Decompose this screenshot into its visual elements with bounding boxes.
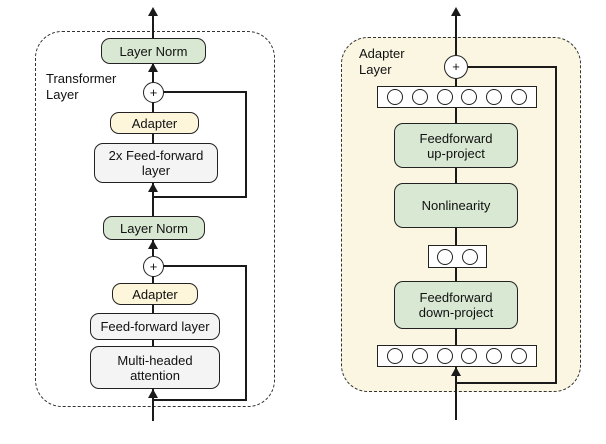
unit-circle xyxy=(436,348,453,364)
adapter-box-upper: Adapter xyxy=(110,112,199,134)
connector-line xyxy=(152,305,154,313)
skip-connection-line xyxy=(455,382,557,384)
feature-units-row-bottom xyxy=(377,345,537,367)
output-line xyxy=(455,14,457,55)
skip-connection-line xyxy=(245,91,247,198)
unit-circle xyxy=(436,89,453,105)
unit-circle xyxy=(411,348,428,364)
layer-norm-top-box: Layer Norm xyxy=(101,38,206,64)
unit-circle xyxy=(511,348,528,364)
plus-circle-upper: + xyxy=(143,82,164,103)
unit-circle xyxy=(486,89,503,105)
unit-circle xyxy=(411,89,428,105)
skip-connection-line xyxy=(245,265,247,401)
output-line xyxy=(152,14,154,38)
multi-head-attention-box: Multi-headed attention xyxy=(90,346,220,389)
input-arrowhead-icon xyxy=(451,367,461,376)
feedforward-up-project-box: Feedforward up-project xyxy=(394,123,518,168)
connector-line xyxy=(152,133,154,143)
adapter-layer-label: Adapter Layer xyxy=(359,46,405,77)
skip-connection-line xyxy=(555,66,557,384)
connector-line xyxy=(455,268,457,281)
unit-circle xyxy=(386,89,403,105)
arrowhead-icon xyxy=(148,63,158,72)
plus-circle-lower: + xyxy=(143,256,164,277)
unit-circle xyxy=(486,348,503,364)
skip-connection-line xyxy=(163,91,247,93)
nonlinearity-box: Nonlinearity xyxy=(394,183,518,228)
connector-line xyxy=(455,329,457,345)
connector-line xyxy=(152,340,154,346)
adapter-box-lower: Adapter xyxy=(112,283,198,305)
unit-circle xyxy=(461,248,478,265)
connector-line xyxy=(455,108,457,123)
arrowhead-icon xyxy=(148,183,158,192)
output-arrowhead-icon xyxy=(148,7,158,16)
unit-circle xyxy=(386,348,403,364)
connector-line xyxy=(152,183,154,216)
skip-connection-line xyxy=(468,66,556,68)
input-line xyxy=(152,389,154,421)
input-line xyxy=(455,367,457,420)
input-arrowhead-icon xyxy=(148,389,158,398)
connector-line xyxy=(152,276,154,283)
feedforward-layer-box: Feed-forward layer xyxy=(90,313,220,340)
unit-circle xyxy=(437,248,454,265)
unit-circle xyxy=(461,348,478,364)
layer-norm-middle-box: Layer Norm xyxy=(103,216,205,240)
transformer-layer-label: Transformer Layer xyxy=(46,71,117,102)
unit-circle xyxy=(461,89,478,105)
feedforward-2x-box: 2x Feed-forward layer xyxy=(94,143,218,183)
feedforward-down-project-box: Feedforward down-project xyxy=(394,281,518,329)
connector-line xyxy=(152,102,154,112)
connector-line xyxy=(455,168,457,183)
connector-line xyxy=(455,79,457,87)
unit-circle xyxy=(511,89,528,105)
skip-connection-line xyxy=(152,196,247,198)
transformer-layer-frame xyxy=(35,31,275,407)
output-arrowhead-icon xyxy=(451,7,461,16)
connector-line xyxy=(455,228,457,245)
plus-circle-adapter: + xyxy=(444,55,468,79)
skip-connection-line xyxy=(163,265,247,267)
feature-units-row-top xyxy=(377,86,537,108)
connector-line xyxy=(152,63,154,83)
arrowhead-icon xyxy=(148,240,158,249)
bottleneck-units-row xyxy=(428,245,487,268)
skip-connection-line xyxy=(152,399,247,401)
